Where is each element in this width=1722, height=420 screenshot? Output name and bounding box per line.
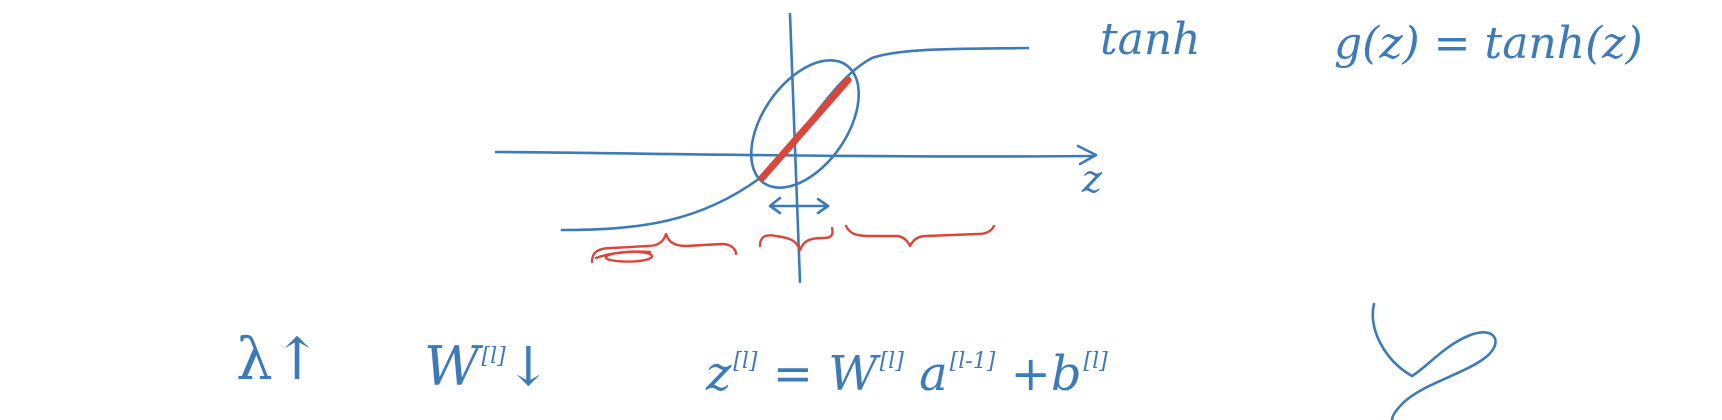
brace-left-scribble bbox=[594, 250, 654, 263]
w2-superscript: [l] bbox=[879, 349, 904, 374]
b-superscript: [l] bbox=[1083, 349, 1108, 374]
z-equation: z[l] = W[l] a[l-1] +b[l] bbox=[706, 350, 1108, 398]
w2-base: W bbox=[828, 346, 878, 402]
brace-middle bbox=[758, 226, 834, 252]
w-superscript: [l] bbox=[481, 344, 506, 369]
curve-name-label: tanh bbox=[1100, 14, 1201, 65]
right-squiggle bbox=[1371, 302, 1497, 420]
down-arrow: ↓ bbox=[505, 335, 551, 398]
double-arrow bbox=[768, 196, 830, 215]
x-axis bbox=[494, 150, 1096, 158]
w-base: W bbox=[424, 335, 480, 398]
x-axis-arrowhead bbox=[1076, 144, 1098, 166]
plus-b: +b bbox=[1010, 346, 1082, 402]
brace-right bbox=[844, 224, 996, 248]
a-base: a bbox=[919, 346, 948, 402]
function-definition: g(z) = tanh(z) bbox=[1334, 18, 1643, 69]
weight-decrease: W[l]↓ bbox=[424, 340, 551, 394]
brace-left bbox=[590, 232, 738, 264]
linear-region-ellipse bbox=[749, 58, 861, 190]
z-base: z bbox=[706, 346, 732, 402]
z-axis-label: z bbox=[1082, 157, 1103, 201]
z-superscript: [l] bbox=[733, 349, 758, 374]
lambda-increase: λ↑ bbox=[236, 325, 322, 393]
a-superscript: [l-1] bbox=[949, 349, 996, 374]
equals-sign: = bbox=[772, 346, 813, 402]
linear-segment-highlight bbox=[758, 76, 852, 182]
